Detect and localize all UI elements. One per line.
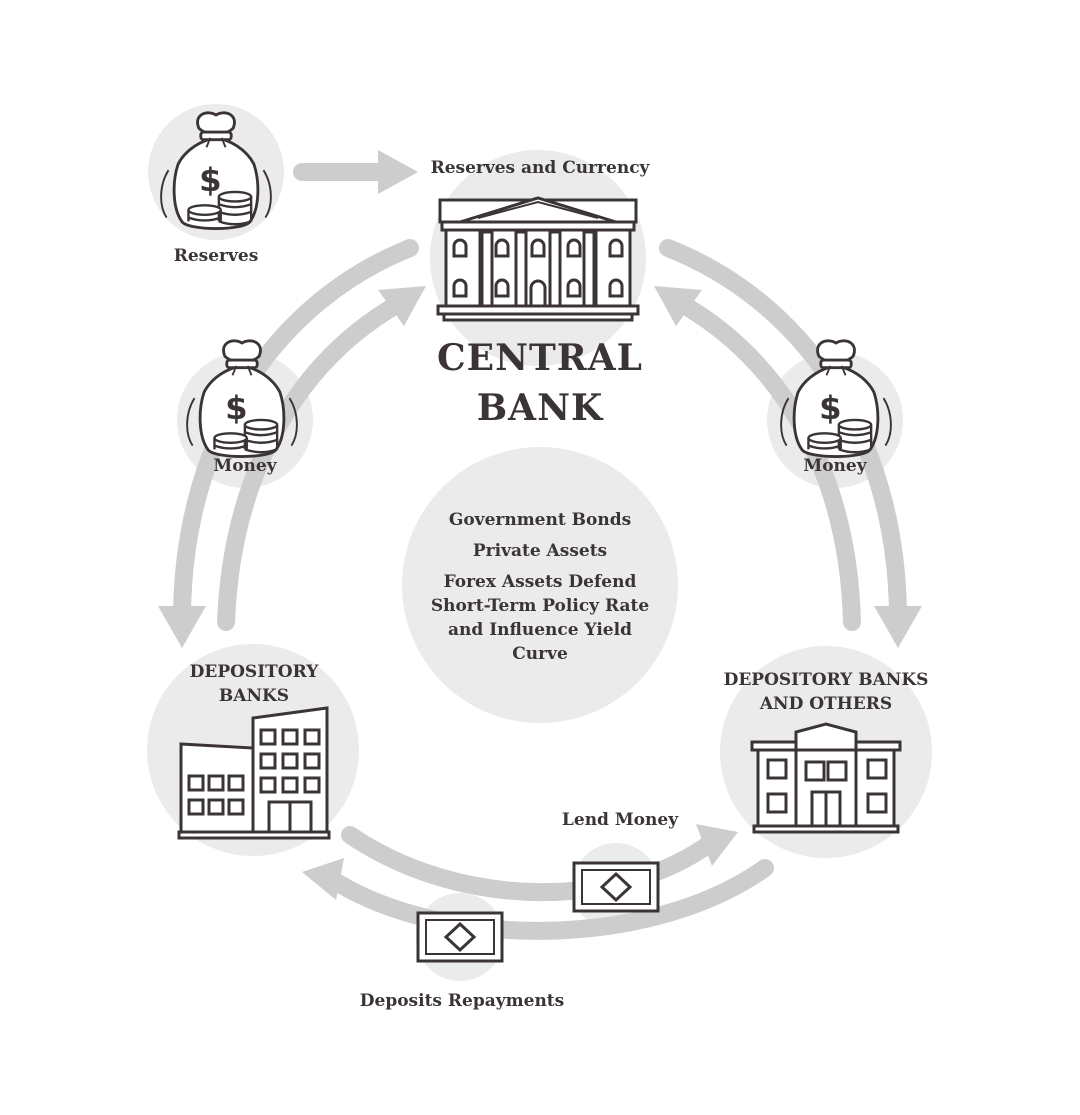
- center-item-government-bonds: Government Bonds: [448, 510, 632, 530]
- label-depository-banks-others-line1: DEPOSITORY BANKS: [723, 670, 929, 690]
- label-depository-banks-others-line2: AND OTHERS: [759, 694, 893, 714]
- banknote-icon: [572, 861, 660, 913]
- label-money-left: Money: [213, 456, 277, 476]
- money-bag-icon: [185, 339, 299, 458]
- center-item-forex-line2: Short-Term Policy Rate: [430, 596, 650, 616]
- arrow-lend-money: [341, 826, 721, 902]
- arrow-heads: [158, 150, 922, 900]
- label-lend-money: Lend Money: [561, 810, 679, 830]
- center-item-private-assets: Private Assets: [472, 541, 608, 561]
- bank-branch-icon: [750, 722, 902, 834]
- center-item-forex-line3: and Influence Yield: [448, 620, 632, 640]
- office-building-icon: [177, 706, 331, 840]
- central-bank-building-icon: [436, 196, 640, 322]
- label-reserves: Reserves: [173, 246, 259, 266]
- arrow-deposits-repayments: [321, 859, 774, 940]
- label-deposits-repayments: Deposits Repayments: [359, 991, 565, 1011]
- title-central: CENTRAL: [437, 337, 643, 379]
- banknote-icon: [416, 911, 504, 963]
- label-depository-banks-line1: DEPOSITORY: [189, 662, 319, 682]
- center-item-forex-line4: Curve: [512, 644, 568, 664]
- label-reserves-and-currency: Reserves and Currency: [430, 158, 650, 178]
- label-money-right: Money: [803, 456, 867, 476]
- center-item-forex-line1: Forex Assets Defend: [443, 572, 637, 592]
- money-bag-icon: [779, 339, 893, 458]
- label-depository-banks-line2: BANKS: [218, 686, 290, 706]
- title-bank: BANK: [476, 387, 604, 429]
